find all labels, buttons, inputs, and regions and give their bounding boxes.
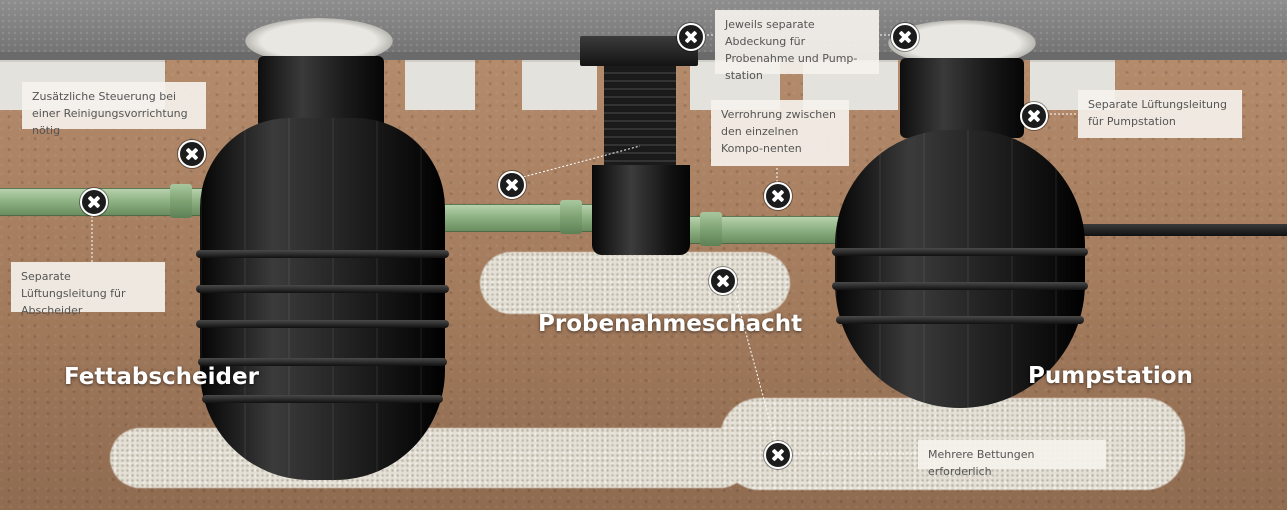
tank-rib	[832, 248, 1088, 256]
pipe-joint	[170, 184, 192, 218]
close-x-icon[interactable]	[677, 23, 705, 51]
gravel-bed-separator	[110, 428, 750, 488]
tank-rib	[202, 395, 443, 403]
callout-vent-separator: Separate Lüftungsleitung für Abscheider	[11, 262, 165, 317]
close-x-icon[interactable]	[498, 171, 526, 199]
gravel-bed-shaft	[480, 252, 790, 314]
close-x-icon[interactable]	[764, 441, 792, 469]
close-x-icon[interactable]	[764, 182, 792, 210]
callout-piping: Verrohrung zwischen den einzelnen Kompo-…	[711, 100, 849, 166]
gravel-bed-pump	[720, 398, 1185, 490]
shaft-riser	[604, 66, 676, 168]
grease-separator-tank	[200, 118, 445, 480]
pressure-pipe	[1070, 224, 1287, 236]
close-x-icon[interactable]	[178, 140, 206, 168]
close-x-icon[interactable]	[709, 267, 737, 295]
close-x-icon[interactable]	[1020, 102, 1048, 130]
label-pump-station: Pumpstation	[1028, 363, 1193, 389]
close-x-icon[interactable]	[80, 188, 108, 216]
pipe-joint	[560, 200, 582, 234]
label-grease-separator: Fettabscheider	[64, 364, 259, 390]
tank-rib	[198, 358, 447, 366]
close-x-icon[interactable]	[891, 23, 919, 51]
tank-rib	[832, 282, 1088, 290]
sampling-shaft	[592, 165, 690, 255]
callout-bedding: Mehrere Bettungen erforderlich	[918, 440, 1106, 478]
separator-neck	[258, 56, 384, 128]
pump-neck	[900, 58, 1024, 138]
callout-cover: Jeweils separate Abdeckung für Probenahm…	[715, 10, 879, 82]
tank-rib	[196, 285, 449, 293]
callout-control: Zusätzliche Steuerung bei einer Reinigun…	[22, 82, 206, 137]
concrete-slab	[522, 60, 597, 110]
label-sampling-shaft: Probenahmeschacht	[538, 311, 803, 337]
concrete-slab	[405, 60, 475, 110]
tank-rib	[836, 316, 1084, 324]
pump-station-tank	[835, 130, 1085, 408]
tank-rib	[196, 250, 449, 258]
callout-vent-pump: Separate Lüftungsleitung für Pumpstation	[1078, 90, 1242, 138]
pipe-joint	[700, 212, 722, 246]
tank-rib	[196, 320, 449, 328]
